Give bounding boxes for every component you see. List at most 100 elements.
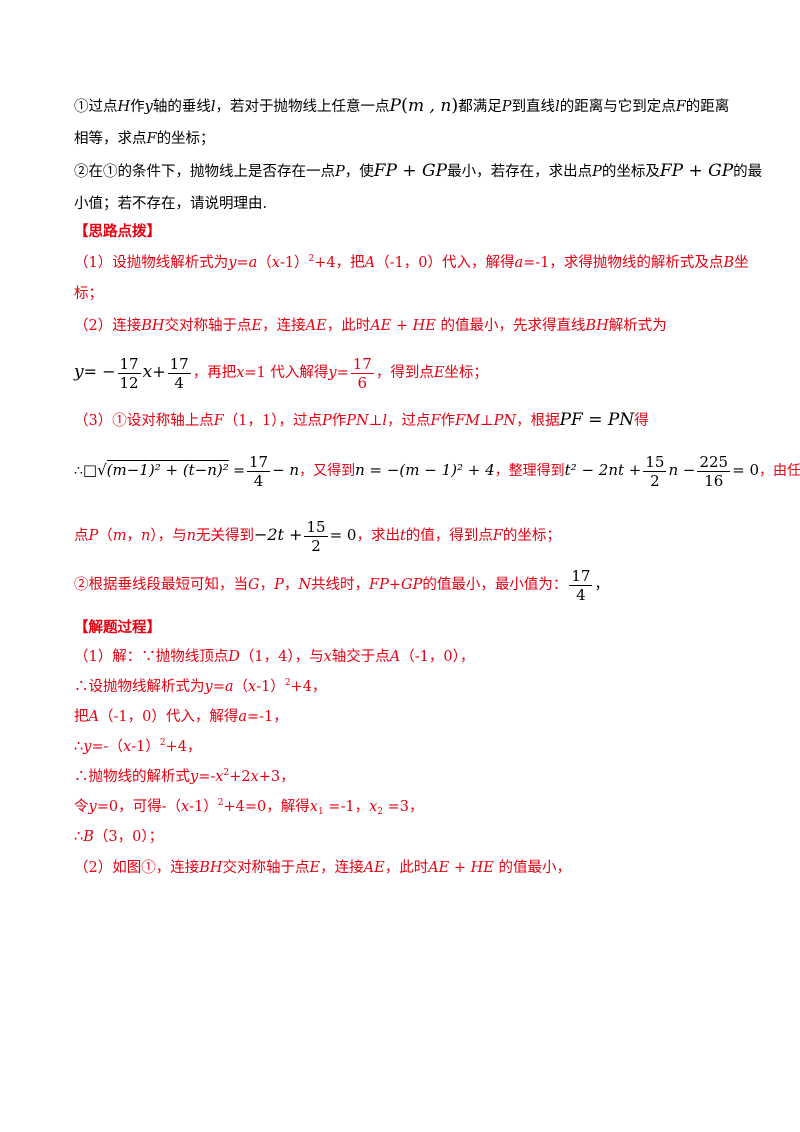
expr-t: t² − 2nt + [564,461,642,479]
var-P: P [88,528,99,544]
text: 无关得到 [195,528,254,544]
text: =-1， [323,799,370,815]
var-n: n [186,528,196,544]
text: ，求出 [356,528,400,544]
numerator: 17 [571,566,591,585]
numerator: 15 [645,452,665,471]
var-BH: BH [585,318,609,334]
text: ，得到点 [375,365,434,381]
text: 的坐标及 [601,164,660,180]
var-x: x [250,769,259,785]
denominator: 6 [350,372,374,392]
text: ∴ [74,739,84,755]
var-P: P [335,164,345,180]
text: 坐 [734,255,749,271]
superscript: 2 [223,768,230,778]
denominator: 16 [697,470,731,490]
var-G: G [248,577,260,593]
var-N: N [298,577,312,593]
superscript: 2 [217,798,224,808]
var-a: a [514,255,524,271]
var-D: D [228,649,240,665]
var-x: x [215,769,224,785]
text: 相等，求点 [74,131,147,147]
text: ，由任意一 [759,463,800,479]
text: 最小，若存在，求出点 [447,164,593,180]
text: 标； [74,286,103,302]
superscript: 2 [159,738,166,748]
eq-minus: = − [83,362,116,381]
var-A: A [88,709,99,725]
numerator: 17 [169,354,189,373]
text: （ [233,679,249,695]
text: ，又得到 [299,463,356,479]
expr-fp-gp: FP + GP [659,161,734,181]
expr-fp-gp: FP + GP [373,161,448,181]
var-y: y [88,799,97,815]
expr-n: n = −(m − 1)² + 4 [355,461,495,479]
var-y: y [74,362,84,382]
subscript: 2 [377,807,384,817]
text: ，使 [344,164,374,180]
var-y: y [144,99,153,115]
var-P: P [501,99,512,115]
text: =-（ [91,739,123,755]
var-x: x [248,679,257,695]
var-x: x [236,365,245,381]
text: 小值；若不存在，请说明理由. [74,196,268,212]
var-A: A [389,649,401,665]
var-E: E [309,860,321,876]
text: ， [594,577,609,593]
var-BH: BH [141,318,165,334]
text: 轴交于点 [331,649,390,665]
text: -1） [256,679,285,695]
denominator: 2 [304,535,328,555]
denominator: 4 [569,584,593,604]
text: ，此时 [326,318,371,334]
text: （-1，0）， [400,649,475,665]
var-BH: BH [199,860,223,876]
text: （ [98,528,113,544]
text: 令 [74,799,89,815]
text: （1）解：∵抛物线顶点 [74,649,229,665]
text: ， [126,528,142,544]
text: 的值最小，最小值为： [422,577,568,593]
var-P: P [592,164,602,180]
text: ， [283,577,299,593]
numerator: 225 [699,452,729,471]
var-B: B [723,255,735,271]
text: 交对称轴于点 [222,860,310,876]
text: 作 [130,99,145,115]
expr-n-minus: n − [668,461,696,479]
var-H: H [117,99,131,115]
var-P: P [389,96,401,116]
text: 的值最小， [493,860,571,876]
therefore-symbol: ∴ [74,463,83,479]
plus: + [152,362,166,381]
var-x2: x [369,799,378,815]
var-m: m [112,528,127,544]
text: 把 [74,709,89,725]
hint-step-1: （1）设抛物线解析式为y=a（x-1）2+4，把A（-1，0）代入，解得a=-1… [74,252,749,274]
text: 到直线 [511,99,556,115]
text: （1）设抛物线解析式为 [74,255,229,271]
var-F: F [213,413,224,429]
numerator: 17 [352,354,372,373]
var-F: F [146,131,157,147]
text: ，过点 [387,413,431,429]
text: 共线时， [311,577,370,593]
var-E: E [433,365,445,381]
question-line-1: ①过点H作y轴的垂线l，若对于抛物线上任意一点P(m , n)都满足P到直线l的… [74,95,740,118]
hint-step-1-cont: 标； [74,283,740,305]
text: （ [257,255,272,271]
var-PN: PN [346,413,369,429]
var-AE: AE [363,860,385,876]
var-F: F [430,413,441,429]
text: （2）连接 [74,318,142,334]
